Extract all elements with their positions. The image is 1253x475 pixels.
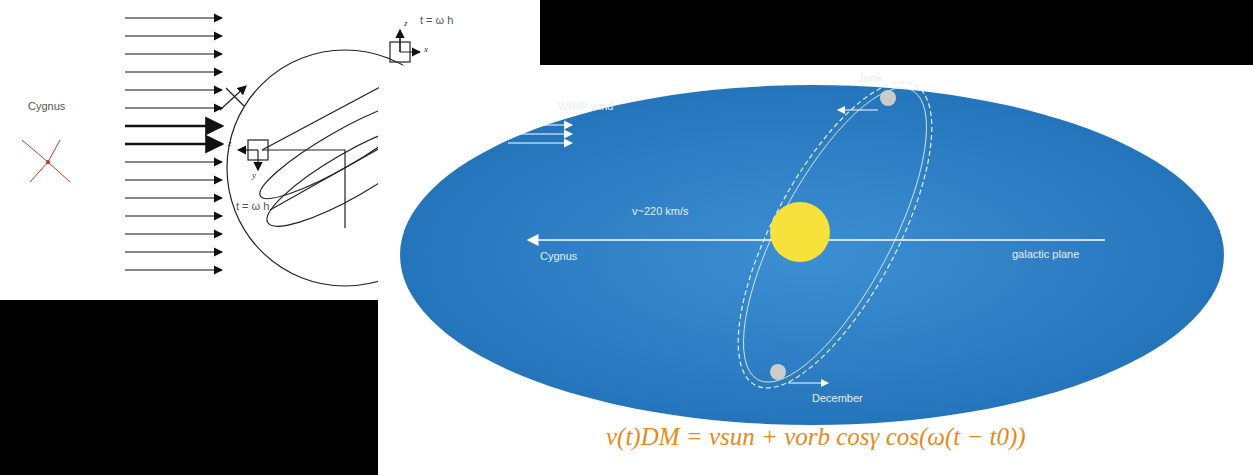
wind-label: WIMP wind (558, 100, 613, 112)
panel: Cygnus t = ω h t = ω h (0, 0, 540, 300)
galaxy-ellipse (400, 85, 1224, 425)
wimp-flux-arrows (125, 18, 222, 270)
plane-label: galactic plane (1012, 248, 1079, 260)
axis-label: y (252, 170, 256, 180)
velocity-label: v~220 km/s (632, 205, 689, 217)
month-label: June (858, 72, 882, 84)
time-label: t = ω h (420, 14, 453, 26)
axis-label: z (228, 138, 232, 148)
axis-label: z (404, 18, 408, 28)
axis-label: x (424, 44, 428, 54)
galaxy-region: WIMP windJunev~220 km/sCygnusgalactic pl… (400, 85, 1225, 425)
constellation-label: Cygnus (540, 250, 577, 262)
right-panel (378, 65, 1253, 475)
solar-system (508, 56, 1105, 414)
velocity-formula: v(t)DM = vsun + vorb cosγ cos(ω(t − t0)) (606, 423, 1026, 451)
cygnus-figure (22, 140, 70, 182)
month-label: December (812, 392, 863, 404)
time-label: t = ω h (236, 200, 269, 212)
panel: v(t)DM = vsun + vorb cosγ cos(ω(t − t0))… (378, 65, 1253, 475)
constellation-label: Cygnus (28, 100, 65, 112)
